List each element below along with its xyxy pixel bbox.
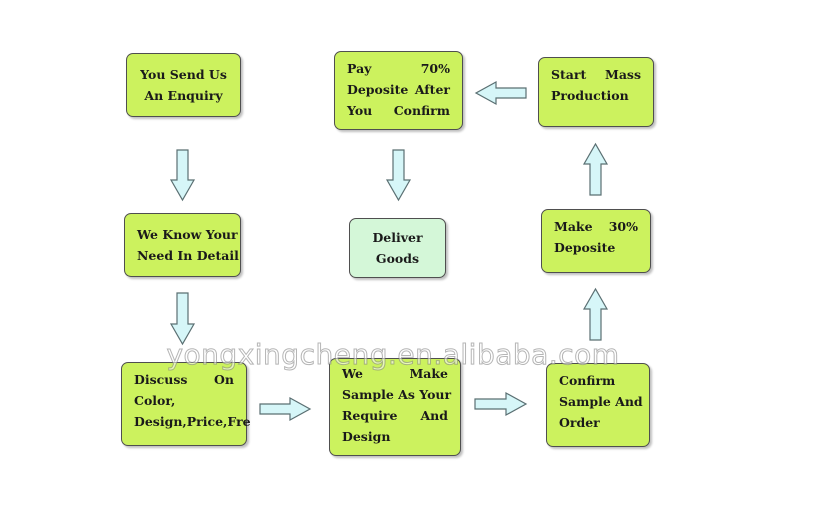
arrow-right-discuss-to-sample — [259, 396, 312, 422]
box-confirm-line-3: Order — [559, 415, 600, 430]
box-confirm-line-1: Confirm — [559, 373, 616, 388]
box-deliver: Deliver Goods — [349, 218, 446, 278]
box-discuss: Discuss On Color, Design,Price,Fre — [121, 362, 251, 446]
arrow-up-deposit-to-mass — [582, 142, 609, 196]
box-pay70-line-3: You Confirm — [347, 103, 450, 118]
box-enquiry-line-2: An Enquiry — [144, 88, 223, 103]
box-deliver-line-1: Deliver — [372, 230, 423, 245]
arrow-down-need-to-discuss — [169, 292, 196, 346]
arrow-left-mass-to-pay — [474, 80, 527, 106]
box-mass-production: Start Mass Production — [538, 57, 654, 127]
box-confirm-line-2: Sample And — [559, 394, 643, 409]
box-mass-line-1: Start Mass — [551, 67, 641, 82]
box-know-need-line-2: Need In Detail — [137, 248, 239, 263]
box-sample-line-1: We Make — [342, 366, 448, 381]
box-enquiry: You Send Us An Enquiry — [126, 53, 241, 117]
arrow-up-confirm-to-deposit — [582, 287, 609, 341]
box-sample-line-2: Sample As Your — [342, 387, 452, 402]
arrow-right-sample-to-confirm — [474, 391, 528, 417]
box-sample: We Make Sample As Your Require And Desig… — [329, 358, 461, 456]
box-discuss-line-2: Color, — [134, 393, 176, 408]
box-pay70-line-1: Pay 70% — [347, 61, 450, 76]
box-know-need: We Know Your Need In Detail — [124, 213, 241, 277]
box-deliver-line-2: Goods — [375, 251, 420, 266]
arrow-down-pay-to-deliver — [385, 149, 412, 202]
arrow-down-enquiry-to-need — [169, 149, 196, 202]
box-deposit30: Make 30% Deposite — [541, 209, 651, 273]
box-mass-line-2: Production — [551, 88, 629, 103]
box-sample-line-4: Design — [342, 429, 391, 444]
box-enquiry-line-1: You Send Us — [140, 67, 227, 82]
box-pay70: Pay 70% Deposite After You Confirm — [334, 51, 463, 130]
box-know-need-line-1: We Know Your — [137, 227, 238, 242]
box-discuss-line-1: Discuss On — [134, 372, 234, 387]
box-confirm: Confirm Sample And Order — [546, 363, 650, 447]
box-discuss-line-3: Design,Price,Fre — [134, 414, 251, 429]
box-pay70-line-2: Deposite After — [347, 82, 450, 97]
box-sample-line-3: Require And — [342, 408, 448, 423]
box-deposit30-line-2: Deposite — [554, 240, 616, 255]
box-deposit30-line-1: Make 30% — [554, 219, 638, 234]
